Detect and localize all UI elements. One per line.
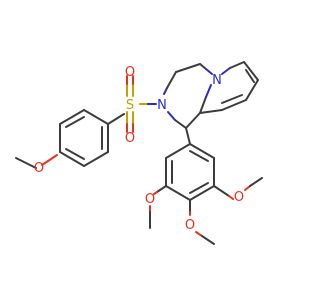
- bond-o-ch3-bottom: [195, 231, 203, 237]
- bond-ch3-right: [249, 177, 263, 187]
- bond-ch3-o-left: [15, 157, 37, 169]
- pyrrole-ring: [199, 61, 259, 114]
- bond-o-aryl-left: [41, 154, 58, 166]
- atom-o-methoxy-right: O: [234, 190, 244, 205]
- bond-aryl-s: [107, 113, 125, 125]
- atom-o-methoxy-mid: O: [145, 192, 155, 207]
- atom-o-left-methoxy: O: [34, 161, 44, 176]
- sulfonyl-oxygens: [126, 75, 134, 133]
- atom-s-sulfonyl: S: [126, 98, 134, 113]
- bond-aryl-o-mid: [156, 185, 167, 193]
- left-benzene-ring: [59, 109, 109, 167]
- atom-n-pyrrole: N: [212, 73, 222, 88]
- atom-o-sulfonyl-bottom: O: [125, 131, 135, 146]
- molecule-structure-canvas: O S O O N N O O O: [15, 61, 263, 245]
- bond-aryl-o-right: [213, 185, 230, 197]
- piperazine-ring: [163, 63, 213, 129]
- molecule-diagram: O S O O N N O O O: [15, 61, 263, 245]
- bond-ch3-bottom: [201, 235, 215, 245]
- atom-n-sulfonamide: N: [157, 98, 167, 113]
- atom-o-methoxy-bottom: O: [185, 218, 195, 233]
- trimethoxyphenyl-ring: [165, 143, 215, 201]
- bond-ch-aryl: [185, 127, 191, 145]
- bond-o-ch3-right: [244, 185, 251, 191]
- bond-o-right-b: [228, 195, 234, 200]
- atom-o-sulfonyl-top: O: [125, 65, 135, 80]
- bond-o-mid-b: [153, 191, 158, 195]
